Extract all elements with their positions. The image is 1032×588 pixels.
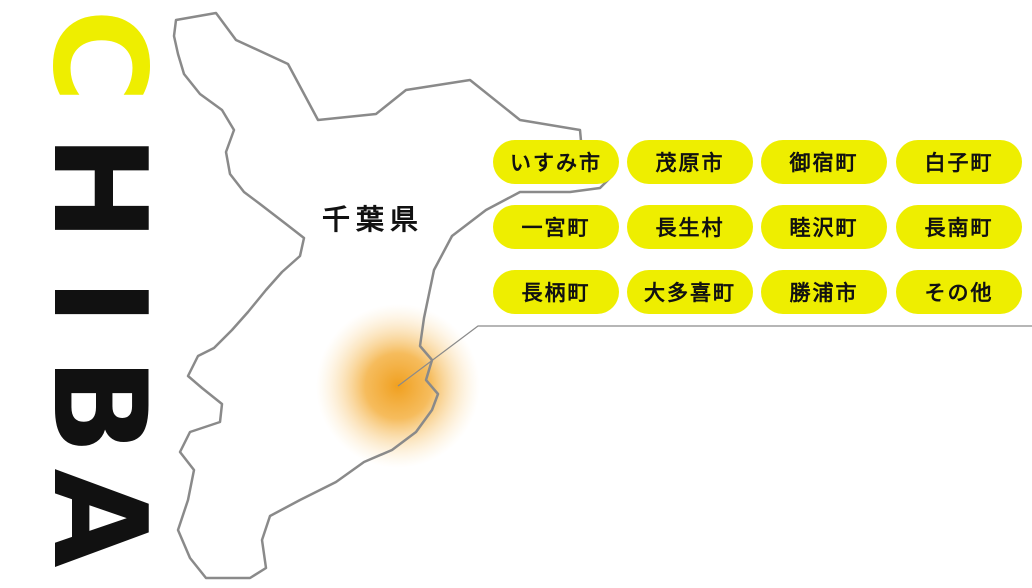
municipality-button-isumi[interactable]: いすみ市: [493, 140, 619, 184]
municipality-button-mobara[interactable]: 茂原市: [627, 140, 753, 184]
municipality-button-otaki[interactable]: 大多喜町: [627, 270, 753, 314]
municipality-button-katsuura[interactable]: 勝浦市: [761, 270, 887, 314]
municipality-button-chonan[interactable]: 長南町: [896, 205, 1022, 249]
municipality-button-mutsuzawa[interactable]: 睦沢町: [761, 205, 887, 249]
municipality-button-ichinomiya[interactable]: 一宮町: [493, 205, 619, 249]
municipality-button-onjuku[interactable]: 御宿町: [761, 140, 887, 184]
municipality-button-nagara[interactable]: 長柄町: [493, 270, 619, 314]
municipality-button-others[interactable]: その他: [896, 270, 1022, 314]
municipality-button-chosei[interactable]: 長生村: [627, 205, 753, 249]
leader-line: [397, 325, 1032, 387]
prefecture-label: 千葉県: [322, 203, 425, 236]
municipality-button-shirako[interactable]: 白子町: [896, 140, 1022, 184]
